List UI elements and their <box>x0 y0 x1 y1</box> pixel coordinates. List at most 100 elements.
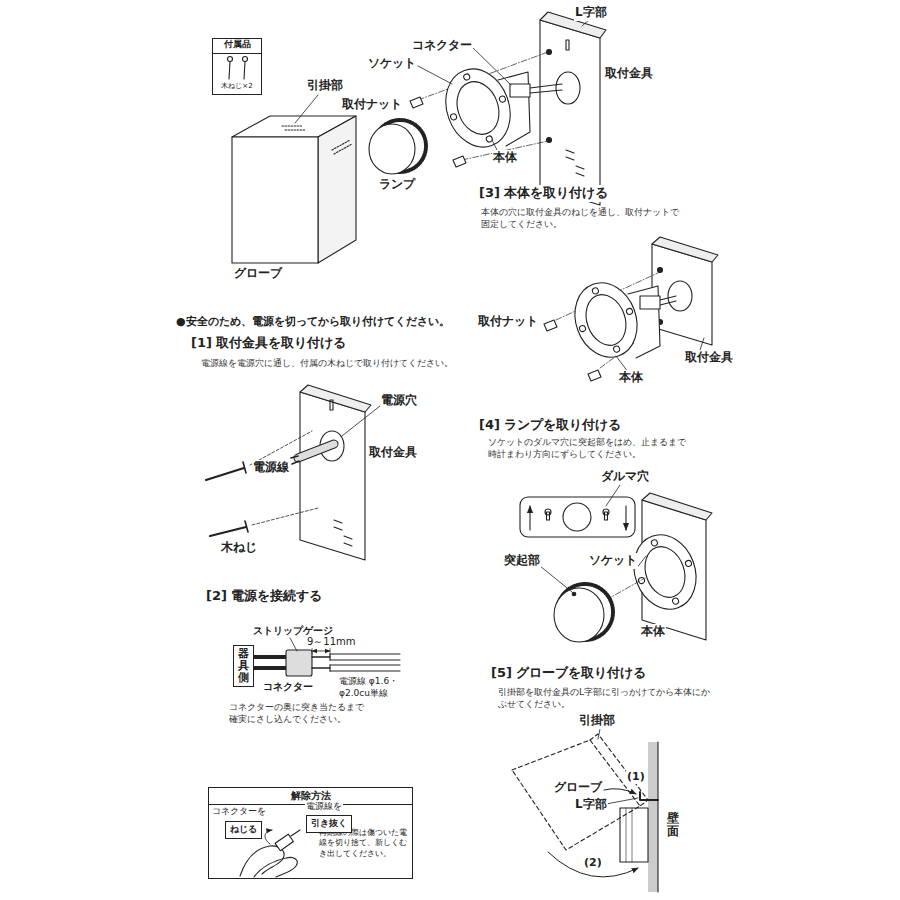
motion-arrow <box>604 789 636 794</box>
axis-line <box>556 272 660 368</box>
leader-line <box>540 485 646 592</box>
box-heading: 付属品 <box>213 39 261 54</box>
globe-cover <box>232 137 318 263</box>
part-label: コネクター <box>262 680 314 693</box>
lamp <box>369 120 426 174</box>
socket-detail <box>529 506 530 530</box>
step-heading: [1] 取付金具を取り付ける <box>190 335 347 352</box>
wire-connection <box>312 657 330 668</box>
step-heading: [2] 電源を接続する <box>205 588 323 605</box>
step-heading: [3] 本体を取り付ける <box>478 185 609 202</box>
socket-body <box>485 135 493 143</box>
power-cable <box>291 456 299 464</box>
socket-body <box>435 60 521 156</box>
socket-body <box>624 526 706 618</box>
lamp <box>369 124 415 174</box>
hand-sketch <box>291 830 300 836</box>
lamp <box>554 588 604 642</box>
mounting-bracket <box>540 20 600 205</box>
socket-body <box>685 560 693 568</box>
wall <box>657 742 658 892</box>
wire-connection <box>330 654 400 671</box>
socket-body <box>624 526 706 618</box>
box-text: 木ねじ×2 <box>213 82 261 91</box>
socket-body <box>450 113 458 121</box>
socket-body <box>499 95 507 103</box>
part-label: 木ねじ <box>220 540 258 556</box>
instruction-text: コネクターの奥に突き当たるまで確実にさし込んでください。 <box>228 702 372 725</box>
socket-body <box>638 577 646 585</box>
socket-body <box>592 287 600 295</box>
socket-detail <box>547 512 550 520</box>
callout-number: (1) <box>626 770 646 784</box>
socket-body <box>626 308 634 316</box>
mounting-bracket <box>668 281 692 311</box>
socket-body <box>672 597 680 605</box>
mounting-bracket <box>334 520 352 546</box>
mounting-bracket <box>300 385 371 560</box>
leader-line <box>295 95 318 123</box>
wood-screw <box>228 57 233 62</box>
power-cable <box>298 444 334 458</box>
mounting-bracket <box>652 237 718 345</box>
wall-label: 壁面 <box>666 812 680 838</box>
connector <box>530 84 562 93</box>
mounting-nut <box>453 156 466 167</box>
callout-number: (2) <box>583 856 603 870</box>
socket-detail <box>605 512 608 520</box>
part-label: 本体 <box>618 370 644 386</box>
mounting-bracket <box>652 237 718 262</box>
installed-body <box>620 792 658 862</box>
socket-detail <box>625 506 626 530</box>
wood-screw <box>243 57 248 62</box>
wire-connection <box>312 651 330 652</box>
mounting-bracket <box>547 138 552 143</box>
wood-screw <box>243 462 246 473</box>
hand-sketch <box>240 846 284 876</box>
part-label: 引掛部 <box>578 713 616 729</box>
socket-body <box>435 60 521 156</box>
wire-connection <box>290 638 297 651</box>
wire-connection <box>286 650 312 676</box>
wall <box>648 742 658 892</box>
wire-spec: 電源線 φ1.6・φ2.0cu単線 <box>338 676 440 699</box>
part-label: 取付金具 <box>604 66 654 82</box>
action-text: コネクターを <box>211 806 267 818</box>
part-label: ソケット <box>588 553 638 569</box>
box-heading: ねじる <box>230 824 257 836</box>
mounting-bracket <box>642 493 712 520</box>
instruction-text: ソケットのダルマ穴に突起部をはめ、止まるまで時計まわり方向にずらしてください。 <box>487 437 694 460</box>
mounting-bracket <box>566 150 584 176</box>
wood-screw <box>244 62 245 80</box>
part-label: L字部 <box>574 5 608 21</box>
lamp <box>572 592 576 596</box>
wood-screw <box>210 527 246 536</box>
socket-detail <box>563 503 591 531</box>
part-label: L字部 <box>574 797 608 813</box>
leader-line <box>342 406 380 436</box>
wood-screw <box>228 57 248 80</box>
fixture-side-box: 器具側 <box>233 645 254 687</box>
wood-screw <box>245 521 248 532</box>
instruction-text: 本体の穴に取付金具のねじを通し、取付ナットで固定してください。 <box>480 207 687 230</box>
mounting-nut <box>544 320 601 381</box>
safety-note: ●安全のため、電源を切ってから取り付けてください。 <box>175 315 451 329</box>
axis-line <box>418 52 548 160</box>
mounting-bracket <box>330 400 333 410</box>
power-cable <box>298 444 334 458</box>
socket-body <box>463 73 471 81</box>
installed-body <box>620 808 648 862</box>
part-label: ソケット <box>367 56 417 72</box>
wood-screw <box>206 468 244 480</box>
wire-connection <box>312 647 330 654</box>
socket-body <box>613 345 621 353</box>
socket-body <box>638 541 691 603</box>
part-label: グローブ <box>553 780 603 796</box>
globe-outline <box>512 734 648 850</box>
leader-line <box>598 729 638 804</box>
axis-line <box>606 578 645 600</box>
wood-screw <box>252 508 318 525</box>
part-label: 本体 <box>492 150 518 166</box>
